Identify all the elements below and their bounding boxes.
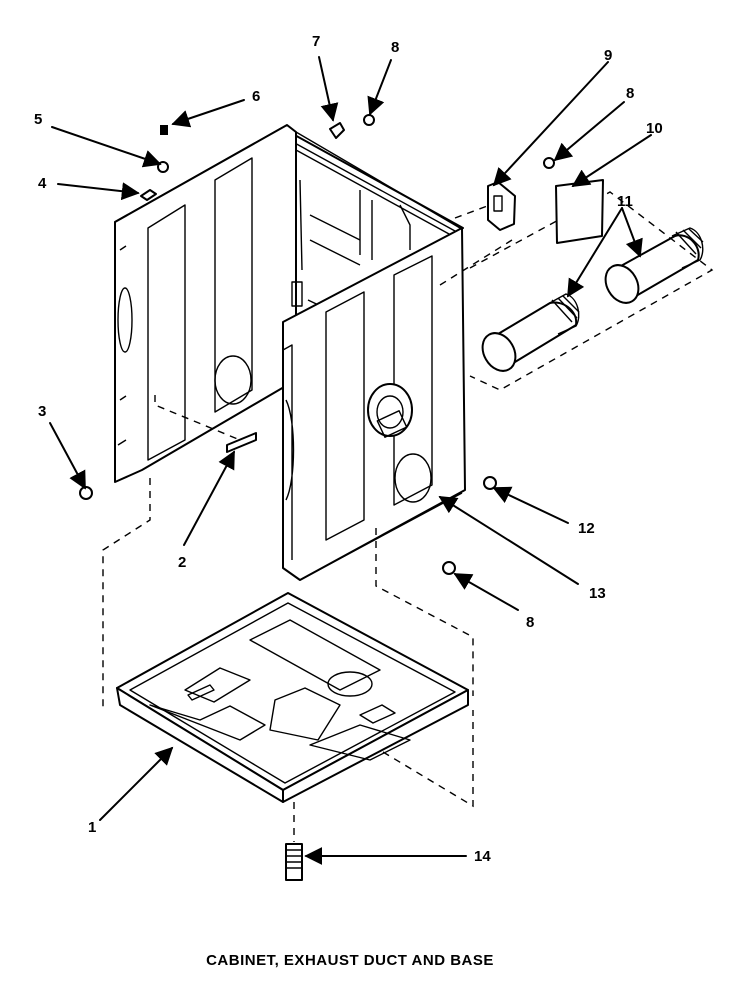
callout-7: 7 [312, 33, 320, 50]
callout-3: 3 [38, 403, 46, 420]
callout-8b: 8 [626, 85, 634, 102]
callout-8a: 8 [391, 39, 399, 56]
callout-1: 1 [88, 819, 96, 836]
part-2 [226, 432, 257, 453]
alignment-lines [102, 395, 474, 842]
callout-2: 2 [178, 554, 186, 571]
callout-14: 14 [474, 848, 491, 865]
callout-9: 9 [604, 47, 612, 64]
callout-13: 13 [589, 585, 606, 602]
callout-4: 4 [38, 175, 47, 192]
callout-10: 10 [646, 120, 663, 137]
callout-12: 12 [578, 520, 595, 537]
callout-8c: 8 [526, 614, 534, 631]
callout-11: 11 [617, 193, 633, 210]
diagram-caption: CABINET, EXHAUST DUCT AND BASE [206, 952, 494, 969]
callout-labels: 1 2 3 4 5 6 7 8 8 8 9 10 11 12 13 14 [34, 33, 663, 865]
callout-6: 6 [252, 88, 260, 105]
base-assembly [116, 592, 469, 803]
leader-lines [49, 56, 652, 865]
hardware [79, 114, 555, 881]
callout-5: 5 [34, 111, 42, 128]
cabinet-assembly [114, 124, 466, 581]
exhaust-duct-parts [439, 179, 714, 391]
part-10 [555, 179, 604, 244]
